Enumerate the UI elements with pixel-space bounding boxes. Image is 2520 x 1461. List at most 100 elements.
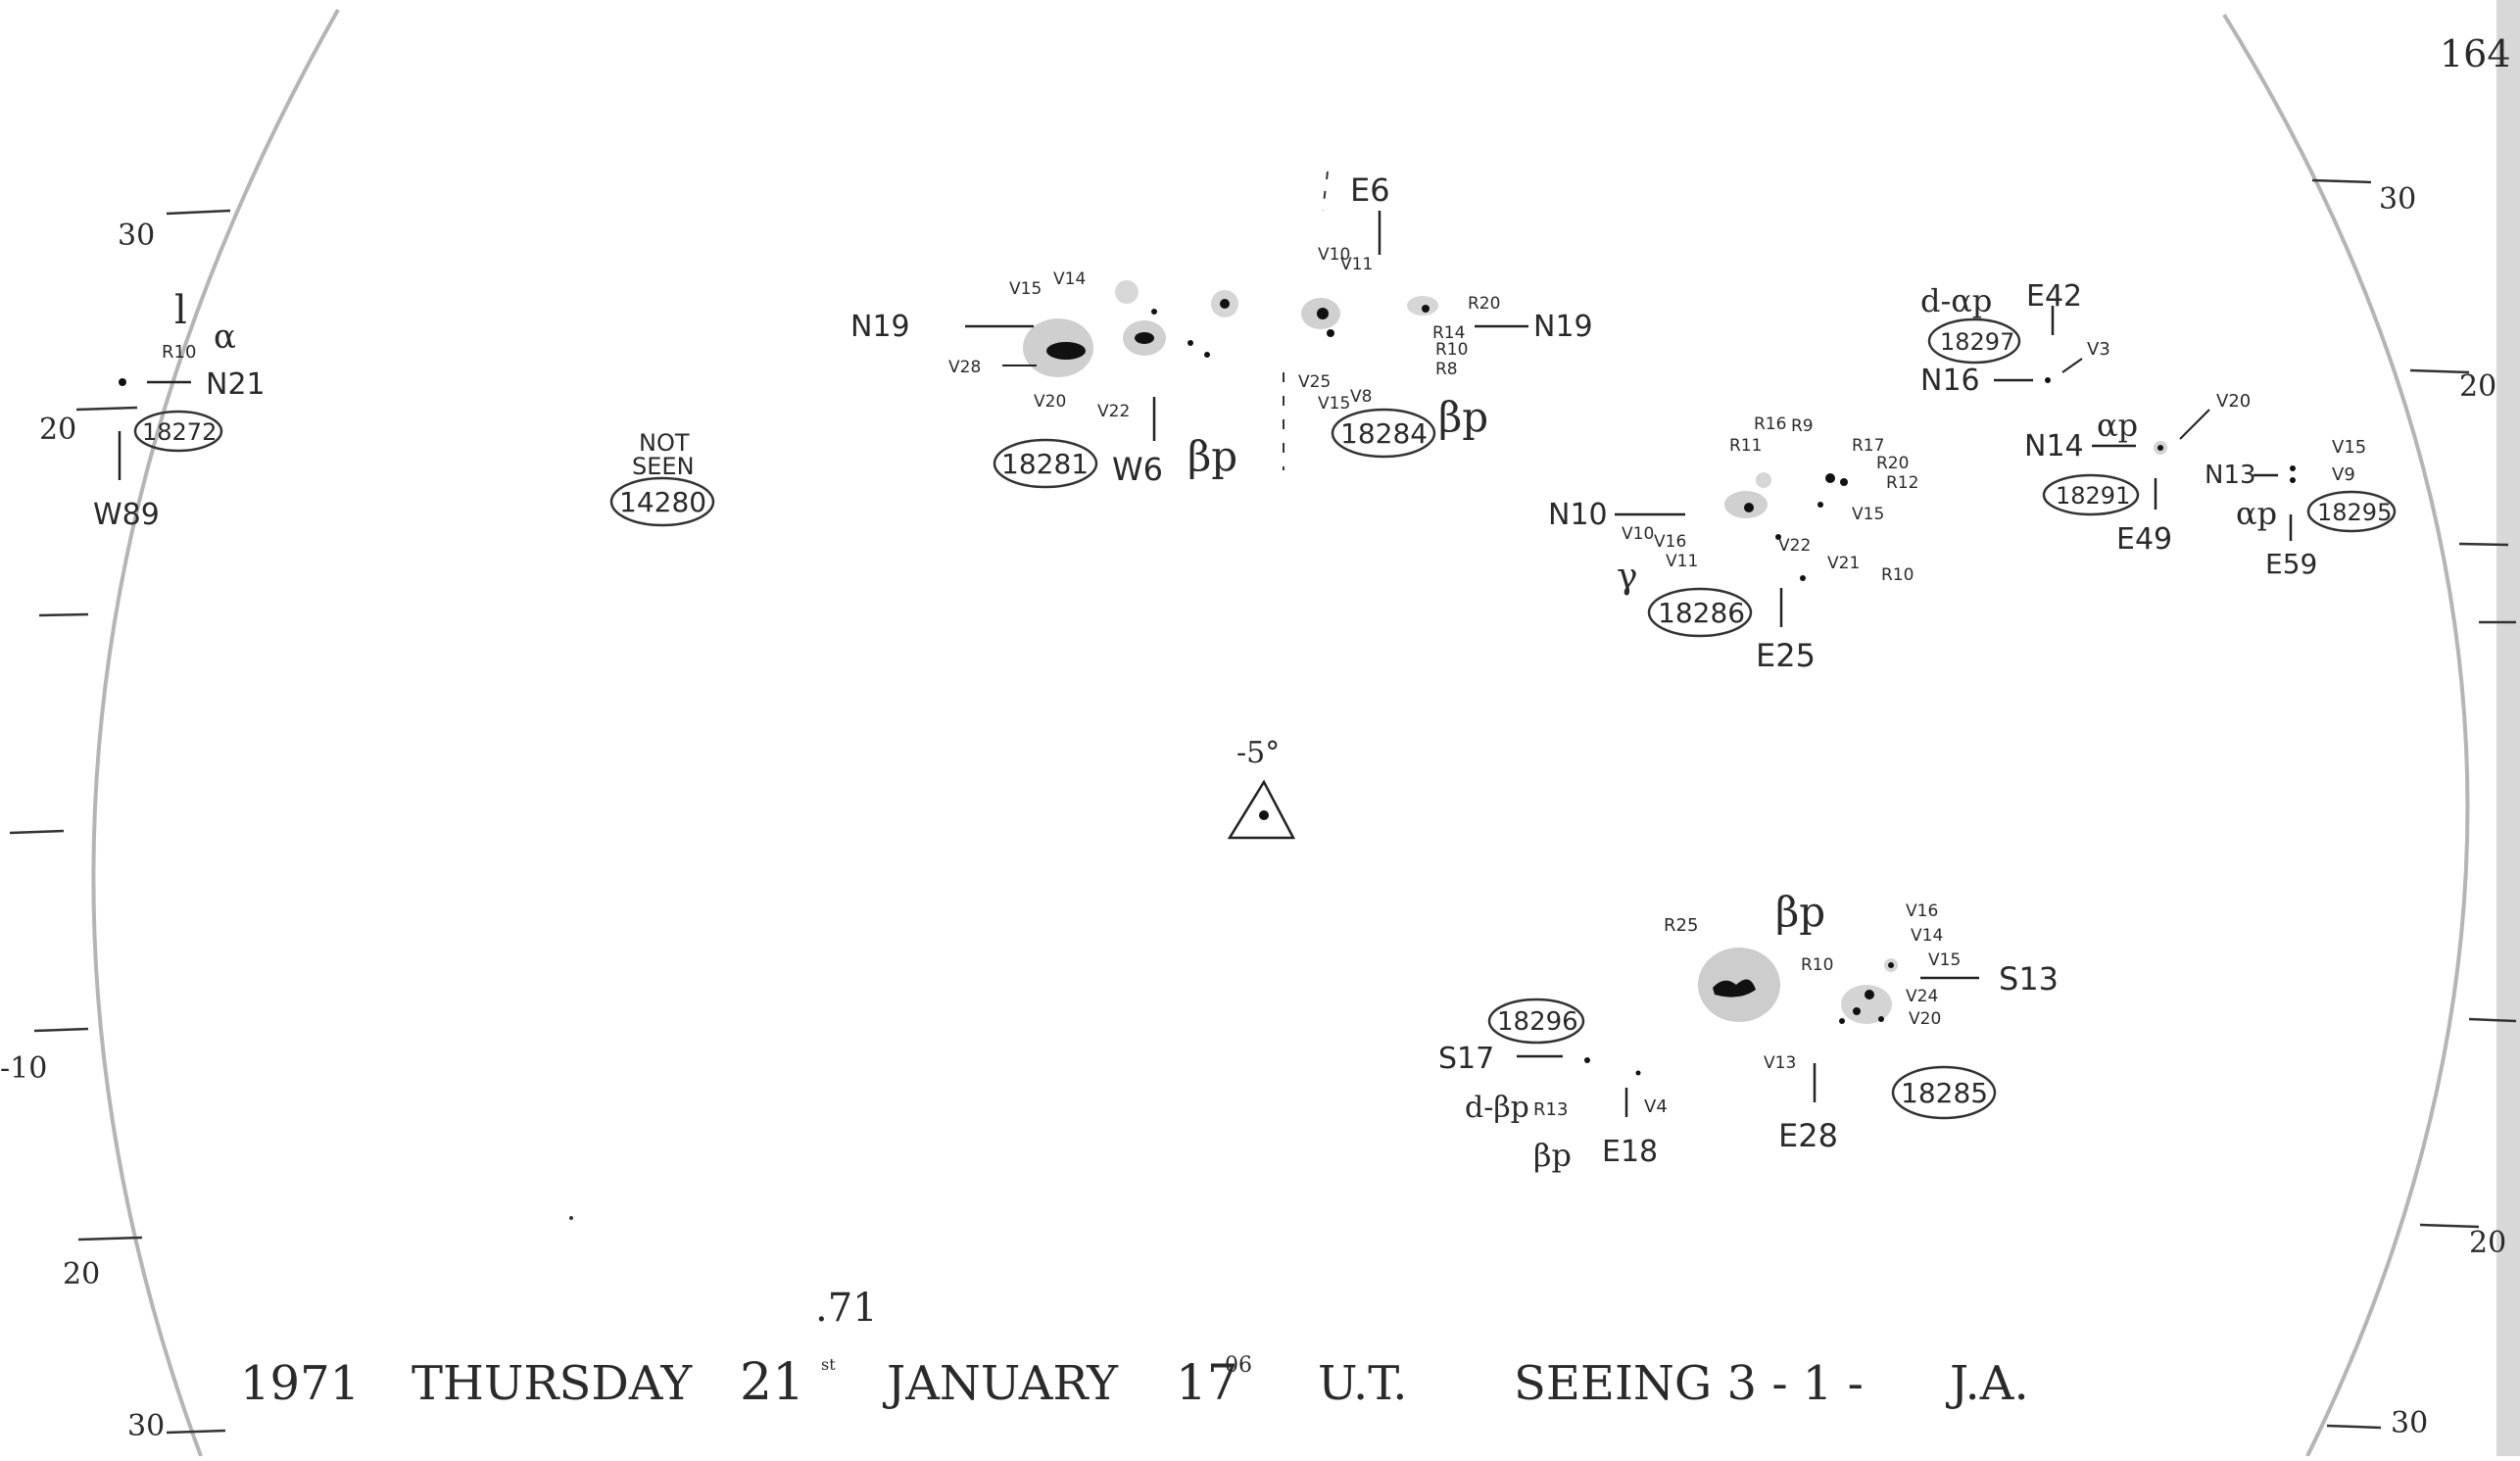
group-18284-r10: R10 [1435, 340, 1468, 360]
group-18286-v11: V11 [1666, 552, 1698, 571]
group-18286-number: 18286 [1658, 597, 1745, 629]
group-18281-class: βp [1187, 432, 1237, 480]
group-18297: E42 N16 d-αp V3 18297 [1920, 279, 2110, 398]
group-18286-v15: V15 [1852, 505, 1884, 524]
stray-dot [569, 1216, 573, 1220]
group-18284-class: βp [1438, 393, 1488, 441]
disk-center-dot [1259, 810, 1269, 820]
group-18272-rating: R10 [162, 342, 196, 363]
group-18281-v14: V14 [1053, 269, 1086, 289]
paper-edge-shadow [2496, 0, 2520, 1456]
group-18284-r20: R20 [1468, 294, 1500, 314]
footer-day: 21 [740, 1353, 804, 1412]
group-18281-v28: V28 [948, 358, 981, 377]
group-18272-lat: N21 [206, 367, 266, 402]
not-seen-line2: SEEN [632, 453, 695, 480]
group-18295-v9: V9 [2332, 464, 2355, 485]
left-scale-label-20-top: 20 [39, 413, 76, 447]
group-18291-lat: N14 [2024, 429, 2084, 463]
group-18286-v16: V16 [1654, 532, 1686, 552]
group-18295-v15: V15 [2332, 437, 2366, 458]
group-18284-v11: V11 [1340, 255, 1373, 274]
left-scale-label-minus10: -10 [0, 1051, 47, 1086]
group-18286-v22: V22 [1778, 536, 1811, 556]
group-18281-lat: N19 [850, 310, 910, 344]
group-18286-lat: N10 [1548, 498, 1608, 532]
group-18296: S17 E18 d-βp R13 V4 18296 βp [1438, 998, 1668, 1174]
left-scale-ticks [9, 209, 231, 1435]
footer-observer: J.A. [1945, 1356, 2029, 1411]
group-18272-number: 18272 [142, 418, 217, 446]
group-18281-v15: V15 [1009, 279, 1042, 299]
page-number: 164 [2440, 32, 2511, 75]
group-18272-class-alpha: α [214, 317, 236, 357]
group-18286: N10 E25 γ V10 V16 V11 V15 V21 V22 R9 R11… [1548, 414, 1918, 674]
left-scale-label-30-top: 30 [118, 219, 155, 253]
group-18285-r10: R10 [1801, 955, 1833, 975]
group-18284-number: 18284 [1340, 417, 1428, 450]
group-18284-long: E6 [1350, 171, 1390, 209]
right-scale-label-30-top: 30 [2379, 182, 2416, 217]
group-18285-lat: S13 [1999, 960, 2059, 998]
right-scale-label-20-bottom: 20 [2469, 1226, 2506, 1260]
group-18295: N13 E59 αp V15 V9 18295 [2205, 437, 2397, 580]
group-18295-long: E59 [2265, 548, 2317, 580]
group-18284: E6 N19 βp R20 R14 R10 R8 V25 V15 V8 V11 … [1211, 170, 1593, 470]
group-18297-v3: V3 [2087, 339, 2110, 360]
group-18281-long: W6 [1112, 451, 1163, 488]
group-18297-number: 18297 [1940, 328, 2014, 356]
left-scale-label-30-bottom: 30 [127, 1409, 165, 1443]
group-18291-number: 18291 [2056, 482, 2130, 510]
footer-time-minutes: 06 [1225, 1353, 1252, 1378]
group-18296-number: 18296 [1497, 1007, 1578, 1037]
group-18284-v8: V8 [1350, 387, 1372, 407]
group-18284-v15: V15 [1318, 394, 1350, 414]
group-18291-class: αp [2097, 407, 2138, 444]
footer-day-suffix: st [821, 1355, 836, 1374]
footer-caption: 1971 THURSDAY 21 .71 st JANUARY 17 06 U.… [240, 1286, 2029, 1412]
group-18285: S13 E28 βp R25 R10 V16 V14 V15 V24 V20 V… [1664, 888, 2059, 1154]
group-18286-r16: R16 [1754, 414, 1786, 434]
group-18284-v10: V10 [1318, 245, 1350, 265]
right-limb-arc [2222, 13, 2470, 1457]
footer-time-hours: 17 [1176, 1354, 1238, 1411]
group-18285-v24: V24 [1906, 987, 1938, 1006]
group-18285-v16: V16 [1906, 901, 1938, 921]
group-18286-v10: V10 [1622, 524, 1654, 544]
group-18286-r12: R12 [1886, 473, 1918, 493]
group-18286-v21: V21 [1827, 554, 1860, 573]
group-18284-lat: N19 [1533, 310, 1593, 344]
group-18284-v25: V25 [1298, 372, 1331, 392]
right-scale-ticks [2311, 178, 2517, 1430]
group-18284-r8: R8 [1435, 360, 1458, 379]
group-18285-v14: V14 [1911, 926, 1943, 946]
group-18285-r25: R25 [1664, 915, 1698, 936]
disk-center-triangle [1227, 779, 1296, 840]
group-18285-v20: V20 [1909, 1009, 1941, 1029]
group-18286-r17: R17 [1852, 436, 1884, 456]
group-18281-number: 18281 [1001, 448, 1089, 480]
group-18284-r14: R14 [1432, 323, 1465, 343]
group-18295-lat: N13 [2205, 461, 2256, 490]
group-18295-number: 18295 [2317, 499, 2392, 526]
right-scale-label-20-top: 20 [2459, 369, 2496, 404]
group-18291: N14 E49 αp V20 18291 [2024, 391, 2251, 557]
group-18285-v13: V13 [1764, 1053, 1796, 1073]
group-18297-long: E42 [2026, 279, 2082, 314]
group-18281-v20: V20 [1034, 392, 1066, 412]
group-18291-v20: V20 [2216, 391, 2251, 412]
left-scale-label-20-bottom: 20 [63, 1257, 100, 1291]
footer-year: 1971 [240, 1356, 360, 1411]
footer-weekday: THURSDAY [412, 1356, 694, 1411]
group-18296-class: d-βp [1465, 1091, 1529, 1125]
footer-seeing: SEEING 3 - 1 - [1514, 1356, 1864, 1411]
group-18291-long: E49 [2116, 522, 2172, 557]
group-18286-r11: R11 [1729, 436, 1762, 456]
group-18285-number: 18285 [1901, 1077, 1988, 1109]
center-latitude-label: -5° [1236, 736, 1280, 770]
group-18281-v22: V22 [1097, 402, 1130, 421]
not-seen-number: 14280 [619, 486, 706, 518]
group-18296-class-bp: βp [1533, 1137, 1572, 1174]
right-scale-label-30-bottom: 30 [2391, 1406, 2428, 1440]
